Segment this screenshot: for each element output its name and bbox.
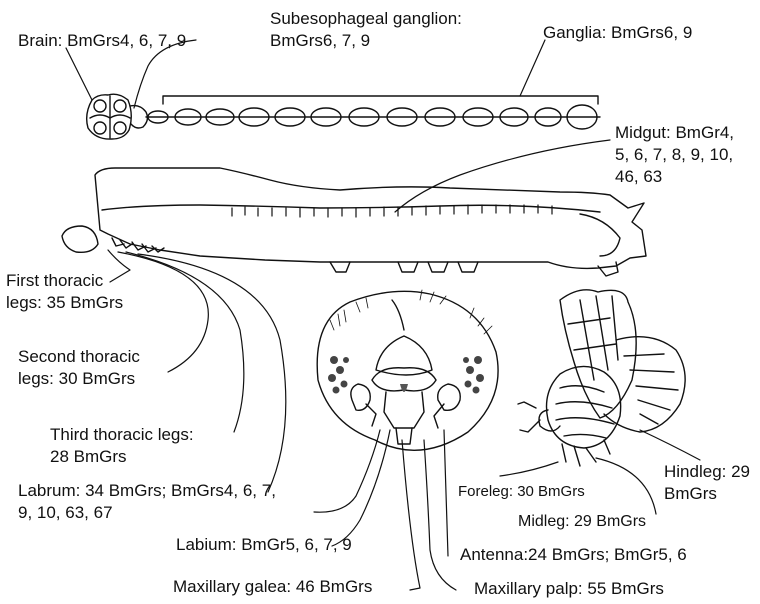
hindleg-label-line1: Hindleg: 29: [664, 462, 750, 481]
maxillary-palp-label: Maxillary palp: 55 BmGrs: [474, 579, 664, 598]
second-thoracic-legs-label-line2: legs: 30 BmGrs: [18, 369, 135, 388]
labrum-label-line2: 9, 10, 63, 67: [18, 503, 113, 522]
brain-shape: [87, 94, 132, 139]
midgut-label-line3: 46, 63: [615, 167, 662, 186]
labrum-label-line1: Labrum: 34 BmGrs; BmGrs4, 6, 7,: [18, 481, 276, 500]
third-thoracic-legs-label-line2: 28 BmGrs: [50, 447, 127, 466]
subesophageal-ganglion-label-line1: Subesophageal ganglion:: [270, 9, 462, 28]
prolegs: [330, 262, 618, 276]
third-thoracic-legs-label-line1: Third thoracic legs:: [50, 425, 194, 444]
ganglia-label: Ganglia: BmGrs6, 9: [543, 23, 692, 42]
ganglia-bracket: [163, 96, 598, 104]
midgut-label-line1: Midgut: BmGr4,: [615, 123, 734, 142]
midleg-label: Midleg: 29 BmGrs: [518, 513, 646, 530]
first-thoracic-legs-label-line2: legs: 35 BmGrs: [6, 293, 123, 312]
second-thoracic-legs-label-line1: Second thoracic: [18, 347, 140, 366]
foreleg-label: Foreleg: 30 BmGrs: [458, 483, 585, 500]
midgut-label-line2: 5, 6, 7, 8, 9, 10,: [615, 145, 733, 164]
antenna-label: Antenna:24 BmGrs; BmGr5, 6: [460, 545, 687, 564]
nervous-system: [87, 94, 600, 139]
first-thoracic-legs-label-line1: First thoracic: [6, 271, 104, 290]
maxillary-galea-label: Maxillary galea: 46 BmGrs: [173, 577, 372, 596]
subesophageal-ganglion-label-line2: BmGrs6, 7, 9: [270, 31, 370, 50]
labium-label: Labium: BmGr5, 6, 7, 9: [176, 535, 352, 554]
brain-label: Brain: BmGrs4, 6, 7, 9: [18, 31, 186, 50]
hindleg-label-line2: BmGrs: [664, 484, 717, 503]
larva-head: [317, 290, 498, 450]
subesophageal-ganglion-shape: [130, 106, 147, 128]
